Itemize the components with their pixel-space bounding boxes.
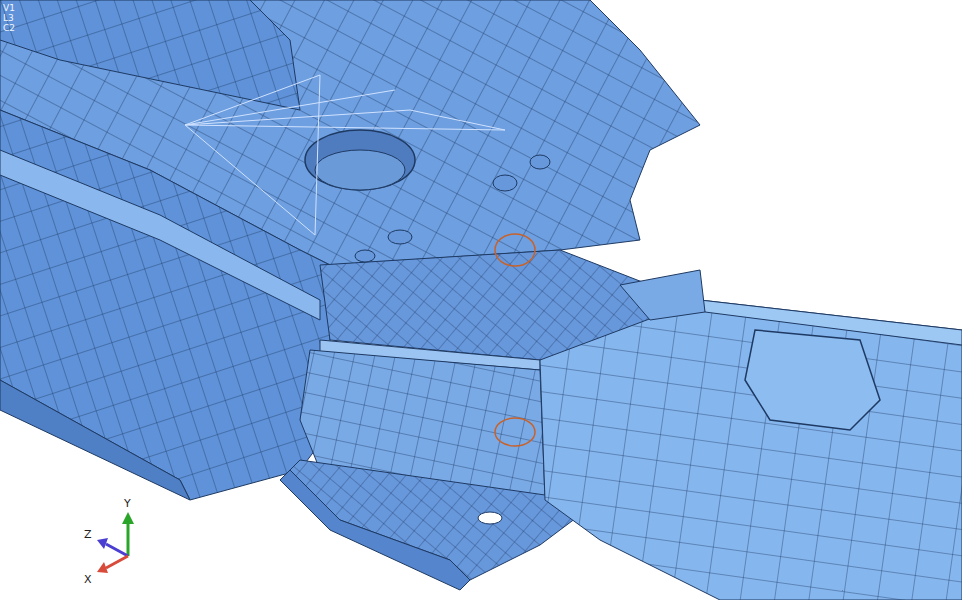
axis-label: X: [84, 574, 92, 585]
axis-label: Y: [124, 498, 131, 509]
axis-triad: [97, 512, 134, 573]
load-id: L3: [3, 14, 14, 23]
axis-label: Z: [84, 529, 92, 540]
view-id: V1: [3, 4, 15, 13]
constraint-id: C2: [3, 24, 15, 33]
